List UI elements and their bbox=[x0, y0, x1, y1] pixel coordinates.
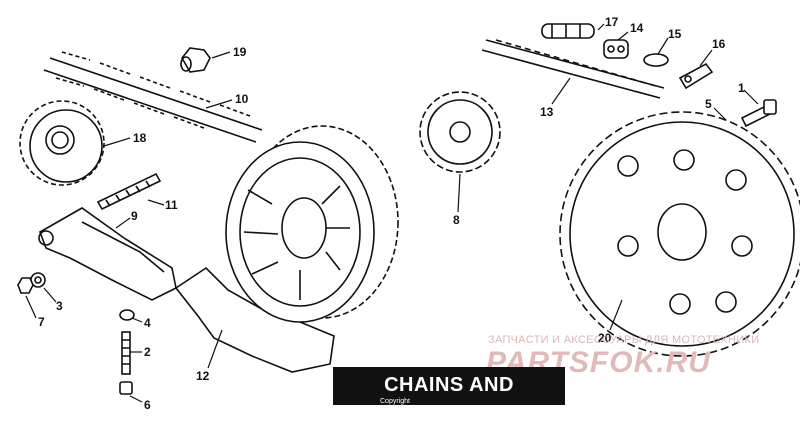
callout-7: 7 bbox=[38, 315, 45, 329]
nut-7 bbox=[17, 277, 34, 294]
callout-14: 14 bbox=[630, 21, 644, 35]
connecting-link-14 bbox=[603, 39, 629, 59]
stud-11 bbox=[96, 172, 162, 211]
rear-sprocket-20 bbox=[559, 111, 800, 357]
nut-19 bbox=[180, 47, 211, 73]
copyright-label: Copyright bbox=[380, 398, 410, 405]
spring-clip-15 bbox=[643, 53, 669, 67]
diagram-title: CHAINS AND SPROCKETS bbox=[333, 367, 565, 432]
callout-18: 18 bbox=[133, 131, 147, 145]
clutch-drum bbox=[225, 125, 399, 323]
watermark-subtitle: ЗАПЧАСТИ И АКСЕССУАРЫ ДЛЯ МОТОТЕХНИКИ bbox=[488, 334, 760, 346]
double-sprocket bbox=[19, 100, 105, 186]
primary-chain bbox=[43, 51, 263, 143]
offset-link-16 bbox=[678, 62, 714, 90]
callout-19: 19 bbox=[233, 45, 247, 59]
callout-5: 5 bbox=[705, 97, 712, 111]
callout-12: 12 bbox=[196, 369, 210, 383]
exploded-parts-diagram: 19 10 18 11 9 3 7 4 2 6 12 8 13 17 14 15… bbox=[17, 15, 800, 412]
bolt-1 bbox=[740, 99, 777, 128]
bracket-9 bbox=[38, 207, 177, 301]
callout-1: 1 bbox=[738, 81, 745, 95]
callout-15: 15 bbox=[668, 27, 682, 41]
callout-3: 3 bbox=[56, 299, 63, 313]
callout-17: 17 bbox=[605, 15, 619, 29]
callout-10: 10 bbox=[235, 92, 249, 106]
callout-labels: 19 10 18 11 9 3 7 4 2 6 12 8 13 17 14 15… bbox=[38, 15, 745, 412]
callout-2: 2 bbox=[144, 345, 151, 359]
secondary-chain bbox=[481, 39, 665, 99]
callout-13: 13 bbox=[540, 105, 554, 119]
callout-6: 6 bbox=[144, 398, 151, 412]
stud-2 bbox=[121, 331, 131, 375]
leader-lines bbox=[25, 23, 759, 403]
callout-4: 4 bbox=[144, 316, 151, 330]
guard-plate-12 bbox=[174, 266, 335, 373]
nut-6 bbox=[119, 381, 133, 395]
callout-8: 8 bbox=[453, 213, 460, 227]
callout-20: 20 bbox=[598, 331, 612, 345]
transmission-sprocket-8 bbox=[419, 91, 501, 173]
callout-11: 11 bbox=[165, 198, 178, 212]
chain-segment-17 bbox=[541, 23, 595, 39]
callout-9: 9 bbox=[131, 209, 138, 223]
washer-4 bbox=[119, 309, 135, 321]
callout-16: 16 bbox=[712, 37, 726, 51]
